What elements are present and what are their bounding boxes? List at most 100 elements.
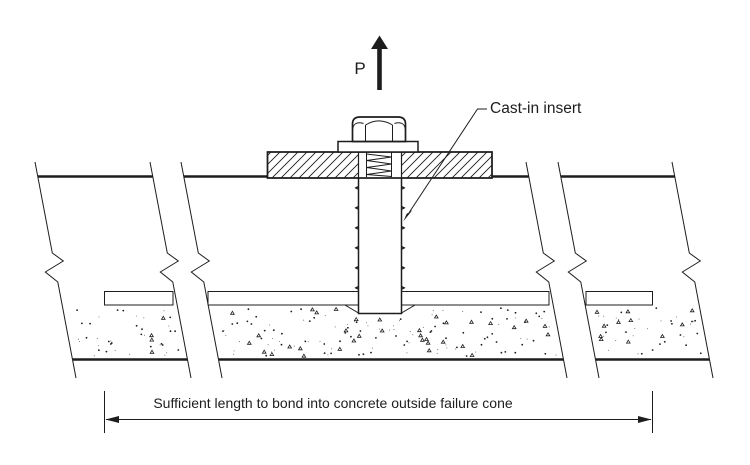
aggregate-speck: [308, 320, 311, 322]
aggregate-speck: [412, 334, 414, 336]
aggregate-speck: [169, 330, 172, 333]
aggregate-speck: [278, 340, 280, 343]
aggregate-speck: [465, 355, 468, 357]
aggregate-speck: [640, 352, 643, 355]
aggregate-speck: [313, 316, 316, 319]
aggregate-speck: [679, 334, 682, 336]
aggregate-speck: [238, 341, 241, 343]
aggregate-speck: [76, 309, 78, 311]
load-label: P: [354, 59, 365, 78]
aggregate-speck: [523, 318, 529, 323]
aggregate-speck: [255, 315, 258, 318]
aggregate-speck: [337, 346, 343, 351]
aggregate-speck: [96, 337, 98, 340]
aggregate-speck: [498, 323, 500, 326]
aggregate-speck: [696, 332, 699, 335]
aggregate-speck: [601, 323, 607, 328]
aggregate-speck: [307, 341, 309, 343]
aggregate-speck: [690, 323, 692, 325]
aggregate-speck: [78, 340, 81, 343]
aggregate-speck: [625, 331, 627, 333]
aggregate-speck: [314, 310, 320, 315]
aggregate-speck: [389, 329, 391, 331]
aggregate-speck: [280, 343, 283, 346]
aggregate-speck: [679, 322, 685, 327]
aggregate-speck: [418, 333, 424, 338]
aggregate-speck: [377, 317, 383, 322]
aggregate-speck: [432, 310, 434, 312]
aggregate-speck: [603, 315, 605, 317]
aggregate-speck: [500, 351, 503, 354]
aggregate-speck: [615, 319, 622, 324]
aggregate-speck: [625, 309, 631, 314]
aggregate-speck: [169, 316, 172, 319]
aggregate-speck: [408, 342, 410, 344]
aggregate-speck: [460, 343, 466, 348]
serration-tick: [402, 266, 406, 270]
aggregate-speck: [462, 311, 464, 313]
aggregate-speck: [399, 318, 402, 320]
aggregate-speck: [164, 354, 166, 356]
aggregate-speck: [683, 336, 685, 338]
aggregate-speck: [281, 332, 283, 335]
aggregate-speck: [265, 354, 268, 357]
aggregate-speck: [480, 343, 483, 346]
aggregate-speck: [524, 321, 526, 324]
aggregate-speck: [143, 334, 146, 336]
aggregate-speck: [85, 336, 88, 339]
aggregate-speck: [393, 329, 395, 331]
aggregate-speck: [625, 339, 631, 344]
aggregate-speck: [535, 312, 538, 315]
aggregate-speck: [371, 347, 374, 349]
aggregate-speck: [160, 315, 166, 320]
aggregate-speck: [271, 337, 274, 340]
dimension: Sufficient length to bond into concrete …: [104, 391, 653, 433]
aggregate-speck: [272, 329, 275, 332]
aggregate-speck: [504, 351, 507, 353]
aggregate-speck: [261, 349, 267, 354]
serration-tick: [354, 266, 358, 270]
serration-tick: [402, 246, 406, 250]
aggregate-speck: [506, 309, 509, 311]
aggregate-speck: [647, 328, 649, 330]
aggregate-speck: [422, 326, 424, 328]
aggregate-speck: [434, 325, 436, 328]
aggregate-speck: [514, 311, 517, 314]
aggregate-speck: [273, 349, 276, 351]
leader-arrow-head: [403, 210, 413, 222]
aggregate-speck: [290, 310, 293, 313]
aggregate-speck: [462, 331, 465, 334]
dimension-arrow-right: [638, 416, 652, 423]
aggregate-speck: [442, 322, 445, 325]
aggregate-speck: [555, 354, 557, 356]
aggregate-speck: [324, 314, 326, 317]
aggregate-speck: [229, 310, 235, 315]
aggregate-speck: [327, 354, 329, 356]
aggregate-speck: [659, 333, 665, 338]
insert-callout: Cast-in insert: [403, 100, 582, 222]
aggregate-speck: [334, 326, 336, 328]
callout-label: Cast-in insert: [490, 100, 582, 117]
break-line: [180, 161, 223, 379]
aggregate-speck: [367, 325, 369, 327]
aggregate-speck: [393, 325, 395, 327]
hex-nut: [351, 116, 407, 143]
aggregate-speck: [297, 346, 303, 351]
aggregate-speck: [309, 307, 315, 312]
aggregate-speck: [607, 349, 610, 351]
aggregate-speck: [486, 336, 489, 339]
break-line: [149, 161, 192, 379]
serration-tick: [402, 206, 406, 210]
aggregate-speck: [375, 337, 377, 339]
aggregate-speck: [122, 309, 125, 312]
aggregate-speck: [431, 314, 433, 316]
aggregate-speck: [598, 315, 600, 317]
aggregate-speck: [359, 330, 362, 332]
aggregate-speck: [149, 349, 155, 354]
aggregate-speck: [615, 317, 617, 319]
aggregate-speck: [419, 337, 425, 342]
aggregate-speck: [293, 345, 295, 347]
aggregate-speck: [694, 319, 696, 322]
aggregate-speck: [416, 327, 422, 333]
aggregate-speck: [323, 352, 326, 355]
